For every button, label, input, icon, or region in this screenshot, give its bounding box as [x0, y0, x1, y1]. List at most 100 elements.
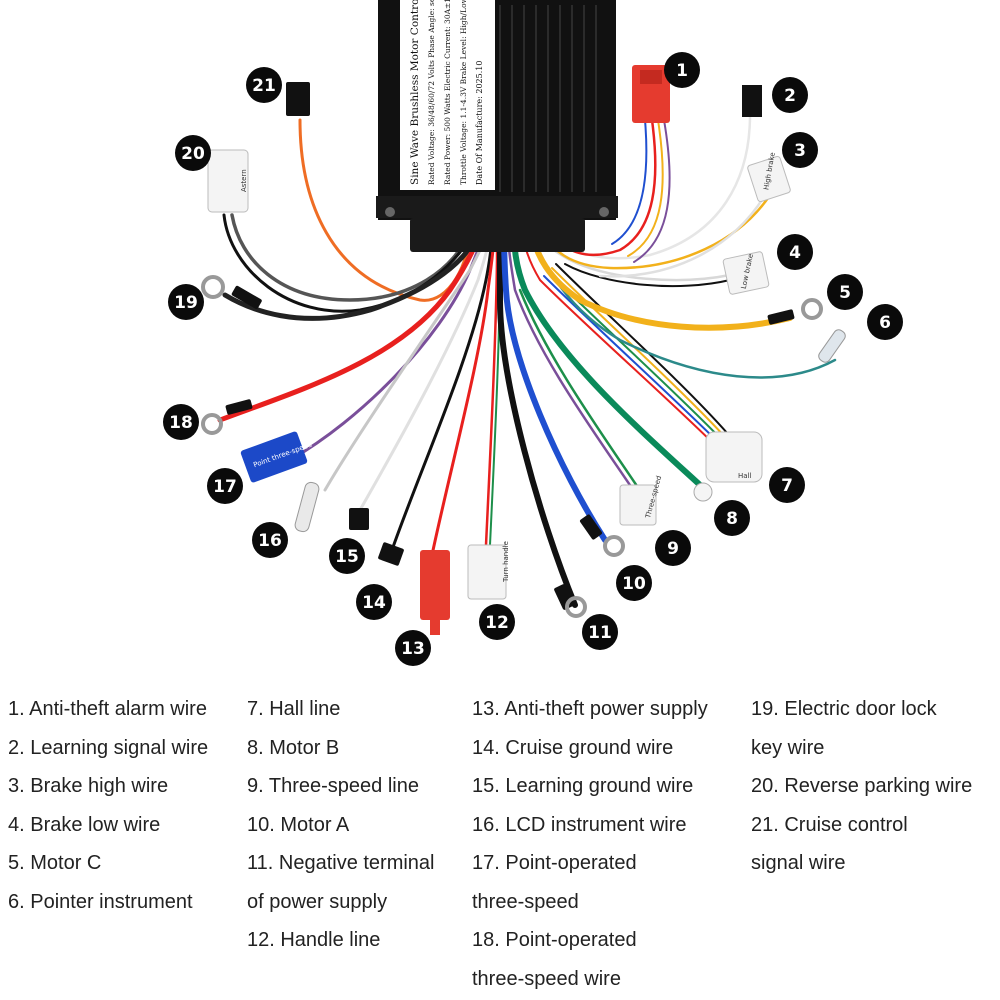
legend-item: 5. Motor C	[8, 852, 102, 874]
wire-3-brake-high-b	[598, 193, 767, 278]
cable-gland	[410, 218, 585, 252]
markers: 1 2 3 4 5 6 7 8 9 10 11 12 13 14 15 16 1…	[163, 52, 903, 666]
marker-6: 6	[867, 304, 903, 340]
marker-16: 16	[252, 522, 288, 558]
ring-terminal-19-door-lock	[201, 275, 225, 299]
svg-text:11: 11	[588, 623, 612, 643]
wire-7-hall-yellow	[551, 267, 727, 439]
sleeve-18	[225, 399, 253, 415]
wire-1-anti-theft-purple	[633, 119, 671, 263]
marker-7: 7	[769, 467, 805, 503]
legend-item: 14. Cruise ground wire	[472, 736, 674, 759]
svg-text:15: 15	[335, 547, 359, 567]
legend-item: 8. Motor B	[247, 736, 340, 759]
marker-4: 4	[777, 234, 813, 270]
marker-15: 15	[329, 538, 365, 574]
svg-text:13: 13	[401, 639, 425, 659]
marker-12: 12	[479, 604, 515, 640]
legend-item: 1. Anti-theft alarm wire	[8, 698, 207, 720]
legend-item: 11. Negative terminal	[247, 852, 435, 874]
connector-7-hall	[705, 431, 763, 483]
wire-8-motor-b	[511, 227, 703, 488]
connector-14-cruise-ground	[378, 542, 404, 566]
svg-text:19: 19	[174, 293, 198, 313]
svg-text:5: 5	[839, 283, 851, 303]
controller-label-line-4: Throttle Voltage: 1.1-4.3V Brake Level: …	[459, 0, 468, 185]
legend-column-3: 13. Anti-theft power supply 14. Cruise g…	[472, 690, 708, 998]
wire-1-anti-theft-yellow	[627, 119, 664, 257]
connector-3-brake-high	[747, 155, 791, 203]
marker-11: 11	[582, 614, 618, 650]
connector-12-label: Turn handle	[502, 541, 510, 583]
screw-right	[599, 207, 609, 217]
controller-label-line-1: Sine Wave Brushless Motor Controller	[409, 0, 421, 185]
legend-item: 18. Point-operated	[472, 929, 637, 951]
connectors: High brake Low brake Hall Three-speed Tu…	[201, 65, 846, 635]
controller-label-panel	[400, 0, 495, 190]
svg-text:9: 9	[667, 539, 679, 559]
wire-19-door-lock	[222, 227, 481, 321]
connector-15-learning-ground	[349, 508, 369, 530]
legend-item: 21. Cruise control	[751, 813, 908, 836]
wire-5-motor-c	[529, 227, 793, 331]
connector-13-tail	[430, 620, 440, 635]
marker-1: 1	[664, 52, 700, 88]
connector-9-three-speed	[619, 484, 657, 526]
marker-14: 14	[356, 584, 392, 620]
controller-label-text: Sine Wave Brushless Motor Controller Rat…	[409, 0, 484, 185]
wire-20-reverse-b	[222, 213, 476, 313]
legend-item: 9. Three-speed line	[247, 775, 419, 797]
legend-item: three-speed	[472, 890, 579, 913]
ring-terminal-18	[201, 413, 223, 435]
connector-1-latch	[640, 70, 662, 84]
legend-item: 4. Brake low wire	[8, 813, 161, 836]
svg-text:10: 10	[622, 574, 646, 594]
marker-2: 2	[772, 77, 808, 113]
svg-text:1: 1	[676, 61, 688, 81]
wire-9-three-speed	[506, 228, 642, 502]
legend-item: of power supply	[247, 890, 388, 913]
connector-7-label: Hall	[738, 472, 751, 480]
svg-text:17: 17	[213, 477, 237, 497]
legend-item: 20. Reverse parking wire	[751, 775, 973, 797]
connector-20-label: Astern	[240, 169, 248, 192]
marker-10: 10	[616, 565, 652, 601]
svg-text:4: 4	[789, 243, 801, 263]
svg-text:2: 2	[784, 86, 796, 106]
sleeve-5	[767, 309, 795, 325]
marker-8: 8	[714, 500, 750, 536]
legend-item: 12. Handle line	[247, 929, 381, 951]
controller-flange	[376, 196, 618, 218]
legend-item: 17. Point-operated	[472, 852, 637, 874]
marker-3: 3	[782, 132, 818, 168]
legend-column-4: 19. Electric door lock key wire 20. Reve…	[751, 690, 972, 883]
marker-18: 18	[163, 404, 199, 440]
heatsink-fins	[499, 5, 597, 192]
svg-text:3: 3	[794, 141, 806, 161]
controller-label-line-3: Rated Power: 500 Watts Electric Current:…	[443, 0, 452, 185]
marker-17: 17	[207, 468, 243, 504]
wire-18-point-three-speed	[217, 227, 483, 423]
svg-text:8: 8	[726, 509, 738, 529]
marker-19: 19	[168, 284, 204, 320]
wire-1-anti-theft-blue	[611, 119, 648, 245]
wire-9-three-speed-b	[518, 288, 647, 500]
legend-item: 15. Learning ground wire	[472, 775, 694, 797]
svg-text:18: 18	[169, 413, 193, 433]
wire-4-brake-low-b	[564, 263, 731, 288]
legend-item: 10. Motor A	[247, 813, 350, 836]
svg-text:12: 12	[485, 613, 509, 633]
wire-13-anti-theft-power	[430, 228, 496, 557]
legend-item: 3. Brake high wire	[8, 775, 169, 797]
svg-text:14: 14	[362, 593, 386, 613]
marker-13: 13	[395, 630, 431, 666]
connector-12-handle	[467, 544, 507, 600]
ring-terminal-11-negative	[565, 596, 587, 618]
connector-21-cruise-signal	[286, 82, 310, 116]
svg-text:6: 6	[879, 313, 891, 333]
legend-item: 2. Learning signal wire	[8, 736, 209, 759]
ring-terminal-10-motor-a	[603, 535, 625, 557]
legend-column-2: 7. Hall line 8. Motor B 9. Three-speed l…	[247, 690, 435, 960]
connector-13-anti-theft-power	[420, 550, 450, 620]
svg-text:16: 16	[258, 531, 282, 551]
